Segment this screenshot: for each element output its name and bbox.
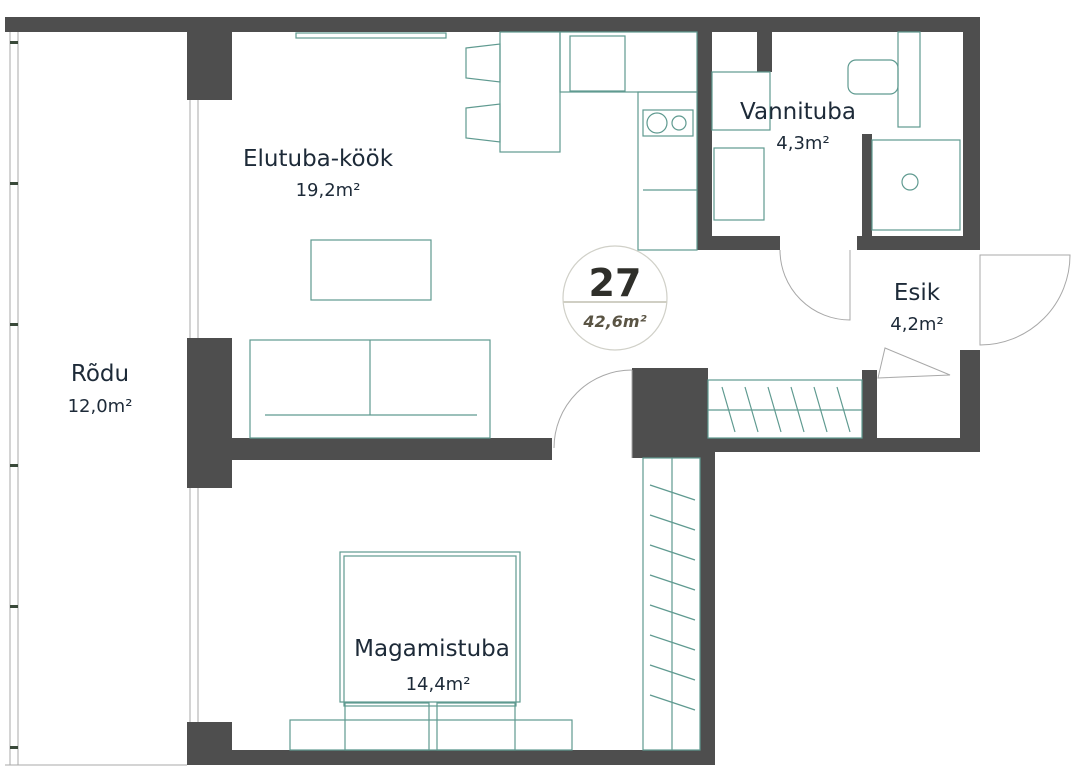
room-label-bedroom: Magamistuba 14,4m² — [354, 636, 510, 695]
room-label-hallway: Esik 4,2m² — [890, 280, 943, 335]
room-area: 4,3m² — [776, 133, 829, 154]
room-label-living-kitchen: Elutuba-köök 19,2m² — [243, 146, 394, 201]
wardrobes — [642, 379, 863, 751]
doors — [553, 249, 1071, 458]
room-name: Magamistuba — [354, 636, 510, 662]
room-label-bathroom: Vannituba 4,3m² — [740, 99, 856, 154]
apartment-badge: 27 42,6m² — [562, 245, 668, 351]
room-name: Rõdu — [71, 361, 129, 387]
room-name: Elutuba-köök — [243, 146, 394, 172]
apartment-number: 27 — [589, 261, 642, 305]
room-area: 14,4m² — [406, 674, 471, 695]
balcony — [5, 17, 187, 766]
room-label-balcony: Rõdu 12,0m² — [68, 361, 133, 417]
bathroom-fixtures — [711, 31, 961, 231]
bed — [289, 551, 573, 751]
room-name: Esik — [894, 280, 941, 306]
walls — [187, 17, 980, 765]
room-name: Vannituba — [740, 99, 856, 125]
room-area: 12,0m² — [68, 396, 133, 417]
room-area: 19,2m² — [296, 180, 361, 201]
windows — [189, 32, 447, 722]
apartment-total-area: 42,6m² — [582, 312, 646, 331]
kitchen-furniture — [249, 31, 698, 439]
room-area: 4,2m² — [890, 314, 943, 335]
